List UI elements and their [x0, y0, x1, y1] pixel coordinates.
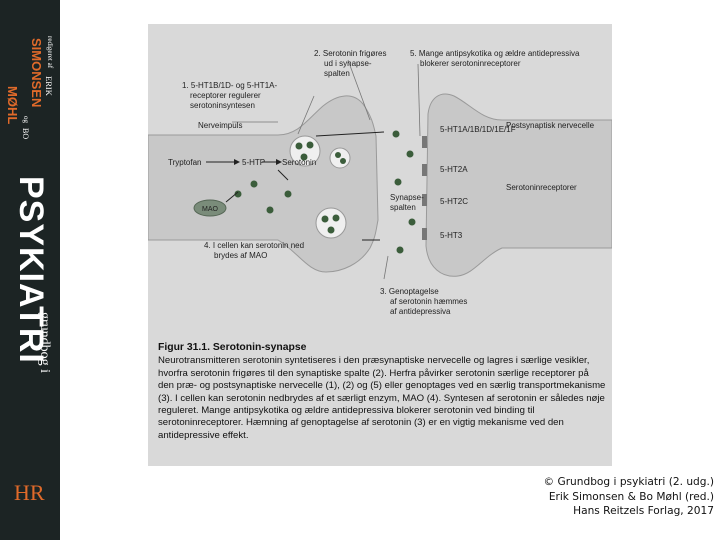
credit-line-1: © Grundbog i psykiatri (2. udg.) [543, 476, 714, 488]
serotonin-molecule [321, 215, 329, 223]
book-subtitle: grundbog i [37, 312, 52, 374]
label-receptor-5ht2c: 5-HT2C [440, 197, 468, 206]
serotonin-molecule [335, 152, 341, 158]
receptor-bar [422, 164, 427, 176]
label-serotonin: Serotonin [282, 158, 316, 167]
caption-body: Neurotransmitteren serotonin syntetisere… [158, 355, 606, 441]
label-nerve-impulse: Nerveimpuls [198, 121, 242, 130]
label-synapse-line2: spalten [390, 203, 416, 212]
serotonin-molecule [392, 130, 400, 138]
serotonin-molecule [406, 150, 414, 158]
copyright-credit: © Grundbog i psykiatri (2. udg.) Erik Si… [474, 475, 714, 519]
serotonin-molecule [394, 178, 402, 186]
receptor-bar [422, 228, 427, 240]
label-postsynaptic: Postsynaptisk nervecelle [506, 121, 595, 130]
label-serotonin-receptors: Serotoninreceptorer [506, 183, 577, 192]
label-2-line3: spalten [324, 69, 350, 78]
label-synapse-line1: Synapse- [390, 193, 424, 202]
arrowheads [234, 159, 282, 165]
label-2-line1: 2. Serotonin frigøres [314, 49, 386, 58]
figure-panel: MAO 1. 5-HT1B/1D- og 5-HT1A- receptorer … [148, 24, 612, 466]
serotonin-molecule [408, 218, 416, 226]
receptor-bar [422, 136, 427, 148]
caption-title: Figur 31.1. Serotonin-synapse [158, 342, 307, 353]
serotonin-molecule [332, 214, 340, 222]
editors-prefix: redigeret af [46, 36, 54, 69]
postsynaptic-neuron [425, 93, 612, 277]
label-4-line2: brydes af MAO [214, 251, 267, 260]
label-4-line1: 4. I cellen kan serotonin ned [204, 241, 304, 250]
label-receptor-5ht2a: 5-HT2A [440, 165, 468, 174]
mao-enzyme [193, 199, 227, 217]
author-connector: og [22, 116, 30, 123]
serotonin-molecule [300, 153, 308, 161]
figure-caption: Figur 31.1. Serotonin-synapse Neurotrans… [158, 342, 606, 442]
author2-first-name: BO [21, 128, 30, 140]
vesicle [315, 207, 347, 239]
serotonin-synapse-diagram: MAO 1. 5-HT1B/1D- og 5-HT1A- receptorer … [148, 49, 612, 316]
label-3-line3: af antidepressiva [390, 307, 451, 316]
label-2-line2: ud i synapse- [324, 59, 372, 68]
label-5htp: 5-HTP [242, 158, 265, 167]
serotonin-molecule [396, 246, 404, 254]
label-1-line1: 1. 5-HT1B/1D- og 5-HT1A- [182, 81, 277, 90]
serotonin-molecule [250, 180, 258, 188]
author2-last-name: MØHL [5, 86, 20, 125]
label-5-line2: blokerer serotoninreceptorer [420, 59, 521, 68]
leader-lines [232, 59, 421, 280]
label-receptor-5ht1: 5-HT1A/1B/1D/1E/1F [440, 125, 516, 134]
book-spine: redigeret af ERIK SIMONSEN og BO MØHL PS… [0, 0, 60, 540]
serotonin-molecule [266, 206, 274, 214]
label-3-line1: 3. Genoptagelse [380, 287, 439, 296]
serotonin-molecule [306, 141, 314, 149]
vesicle [329, 147, 351, 169]
credit-line-3: Hans Reitzels Forlag, 2017 [573, 505, 714, 518]
label-receptor-5ht3: 5-HT3 [440, 231, 463, 240]
credit-line-2: Erik Simonsen & Bo Møhl (red.) [548, 490, 714, 503]
author1-first-name: ERIK [44, 76, 54, 96]
serotonin-molecule [340, 158, 346, 164]
serotonin-molecule [284, 190, 292, 198]
label-1-line2: receptorer regulerer [190, 91, 261, 100]
label-1-line3: serotoninsyntesen [190, 101, 255, 110]
mao-label: MAO [202, 206, 219, 213]
author1-last-name: SIMONSEN [29, 38, 44, 108]
receptor-bar [422, 194, 427, 206]
publisher-logo: HR [14, 480, 45, 505]
label-5-line1: 5. Mange antipsykotika og ældre antidepr… [410, 49, 580, 58]
serotonin-molecule [327, 226, 335, 234]
serotonin-molecule [234, 190, 242, 198]
label-tryptofan: Tryptofan [168, 158, 202, 167]
serotonin-molecule [295, 142, 303, 150]
arrows [206, 131, 385, 241]
label-3-line2: af serotonin hæmmes [390, 297, 467, 306]
